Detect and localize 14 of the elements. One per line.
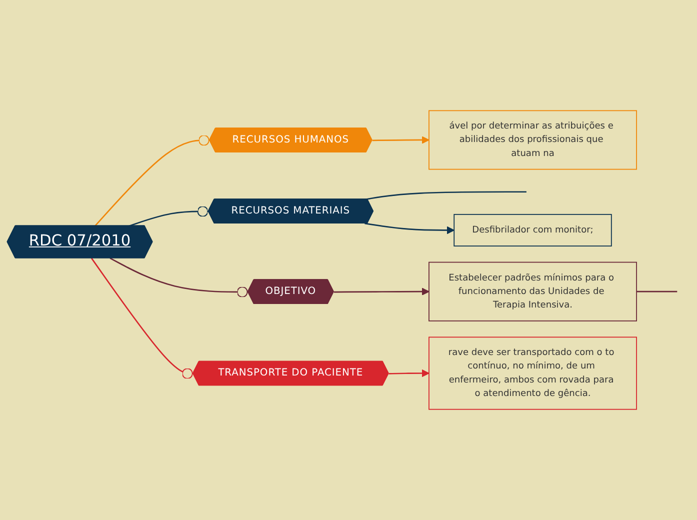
node-box: Estabelecer padrões mínimos para o funcionamento das Unidades de Terapia Intensiva. [428, 262, 637, 322]
connector [110, 258, 248, 298]
node-box: ável por determinar as atribuições e abilidades dos profissionais que atuam na [428, 110, 637, 170]
connector [364, 191, 526, 200]
connector [636, 290, 678, 292]
connector [128, 206, 209, 227]
arrow [334, 288, 430, 296]
arrow [388, 369, 430, 378]
connector [94, 134, 210, 227]
arrow [372, 136, 430, 144]
connector [90, 258, 194, 380]
node-box: rave deve ser transportado com o to contínuo, no mínimo, de um enfermeiro, ambos com rovada para o atendimento de gência. [428, 336, 637, 410]
arrow [364, 222, 454, 234]
node-box: Desfibrilador com monitor; [454, 214, 612, 246]
